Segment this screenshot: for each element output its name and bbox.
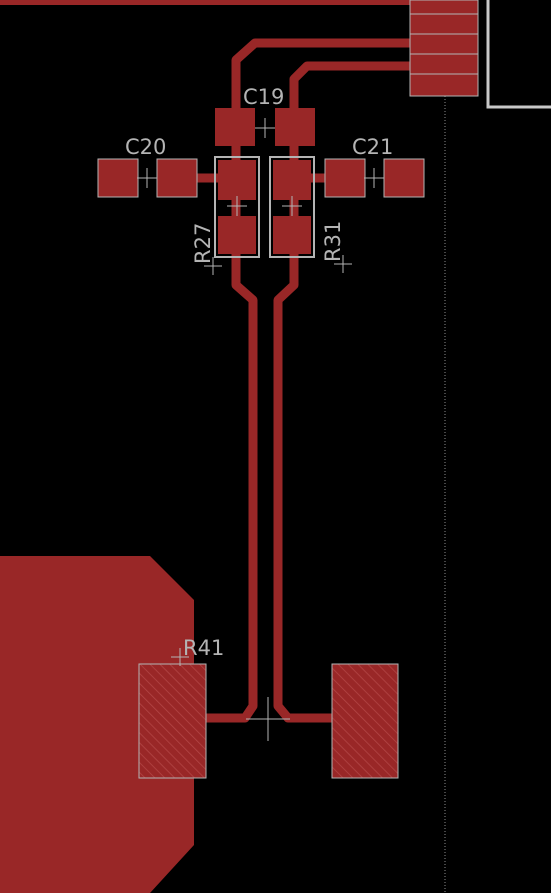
c20-pad-1[interactable] (97, 158, 139, 198)
c19-pad-2[interactable] (275, 108, 315, 146)
copper-pour[interactable] (0, 556, 194, 893)
header-pin[interactable] (409, 53, 479, 75)
c20-origin-icon (137, 168, 157, 188)
r27-origin-icon (204, 196, 247, 275)
header-pin[interactable] (409, 33, 479, 55)
header-pin[interactable] (409, 13, 479, 35)
component-r27[interactable]: R27 (191, 156, 260, 275)
header-pin[interactable] (409, 0, 479, 15)
c21-origin-icon (364, 168, 384, 188)
connector-header[interactable] (409, 0, 479, 97)
c19-label: C19 (243, 85, 284, 109)
r31-outline (269, 156, 315, 258)
c21-pad-1[interactable] (324, 158, 366, 198)
board-outline (486, 0, 551, 109)
c20-pad-2[interactable] (156, 158, 198, 198)
component-r31[interactable]: R31 (269, 156, 352, 273)
r41-label: R41 (183, 636, 224, 660)
component-c19[interactable]: C19 (215, 85, 315, 146)
r31-pad-2[interactable] (273, 216, 311, 254)
r31-label: R31 (321, 221, 345, 262)
r27-label: R27 (191, 223, 215, 264)
r27-pad-2[interactable] (218, 216, 256, 254)
r27-pad-1[interactable] (218, 160, 256, 200)
trace-left-signal[interactable] (205, 38, 420, 723)
r31-origin-icon (282, 196, 352, 273)
r27-outline (214, 156, 260, 258)
c21-label: C21 (352, 135, 393, 159)
header-pin[interactable] (409, 73, 479, 97)
r31-pad-1[interactable] (273, 160, 311, 200)
trace-right-signal[interactable] (273, 61, 420, 723)
c19-pad-1[interactable] (215, 108, 255, 146)
r41-origin-icon (171, 648, 290, 741)
component-r41[interactable]: R41 (138, 636, 399, 779)
component-c20[interactable]: C20 (97, 135, 198, 198)
r41-pad-2[interactable] (331, 663, 399, 779)
c20-label: C20 (125, 135, 166, 159)
component-c21[interactable]: C21 (324, 135, 425, 198)
c21-pad-2[interactable] (383, 158, 425, 198)
r41-pad-1[interactable] (138, 663, 207, 779)
c19-origin-icon (255, 118, 275, 138)
